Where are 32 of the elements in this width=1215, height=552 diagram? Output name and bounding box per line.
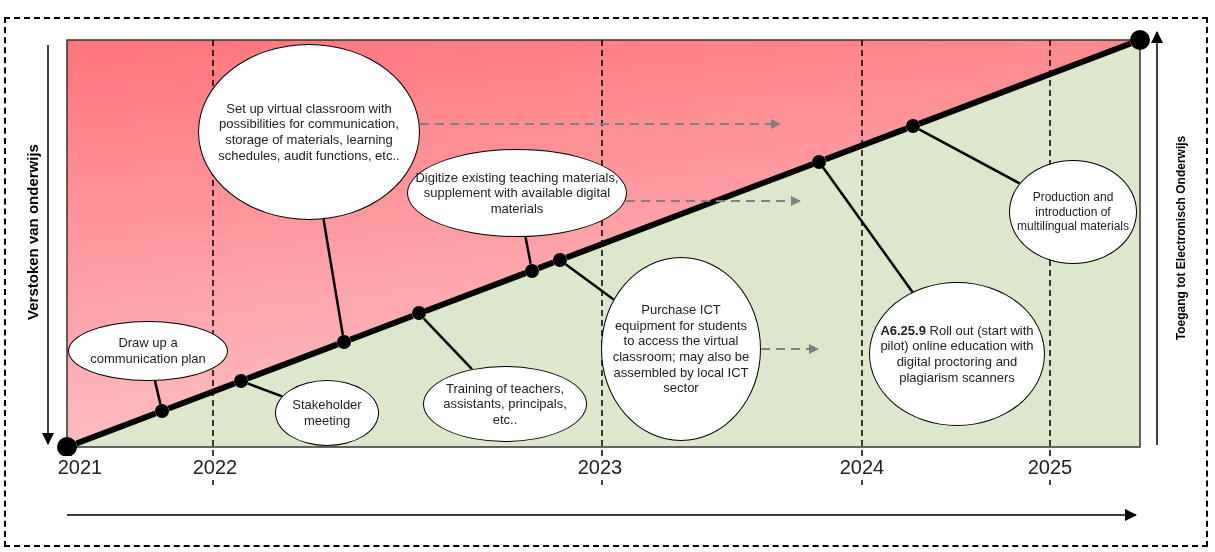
milestone-text: Production and introduction of multilingual materials bbox=[1015, 190, 1130, 234]
milestone-dot bbox=[1130, 30, 1150, 50]
connector-line bbox=[322, 219, 345, 336]
connector-line bbox=[75, 410, 157, 447]
milestone-text: Digitize existing teaching materials, supplement with available digital materials bbox=[414, 169, 620, 217]
connector-line bbox=[247, 382, 283, 398]
axis-label: Verstoken van onderwijs bbox=[23, 144, 41, 320]
milestone-text: Set up virtual classroom with possibilities for communication, storage of materials, learning schedules, audit functions, etc.. bbox=[217, 100, 401, 164]
connector-line bbox=[422, 317, 473, 371]
connector-line bbox=[824, 125, 908, 163]
connector-line bbox=[822, 166, 914, 293]
arrow bbox=[419, 119, 781, 129]
connector-line bbox=[167, 380, 236, 412]
milestone-dot bbox=[57, 437, 77, 457]
connector-line bbox=[565, 161, 814, 261]
milestone-text: Stakeholder meeting bbox=[291, 397, 363, 429]
connector-line bbox=[564, 263, 615, 301]
milestone-text: A6.25.9 Roll out (start with pilot) online education with digital proctoring and plagiarism scanners bbox=[879, 322, 1035, 386]
connector-line bbox=[153, 380, 162, 405]
connector-line bbox=[918, 128, 1021, 185]
connector-line bbox=[918, 40, 1132, 127]
milestone-text: Draw up a communication plan bbox=[89, 335, 207, 367]
connector-line bbox=[246, 341, 339, 382]
arrow bbox=[760, 344, 819, 354]
connector-line bbox=[524, 236, 532, 264]
connector-line bbox=[424, 270, 527, 314]
arrow bbox=[625, 196, 801, 206]
axis-label: Toegang tot Electronisch Onderwijs bbox=[1174, 135, 1188, 341]
connector-line bbox=[537, 259, 555, 271]
milestone-text: Training of teachers, assistants, principals, etc.. bbox=[442, 380, 568, 428]
milestone-text: Purchase ICT equipment for students to access the virtual classroom; may also be assembled by local ICT sector bbox=[611, 302, 751, 396]
connector-line bbox=[349, 313, 414, 343]
